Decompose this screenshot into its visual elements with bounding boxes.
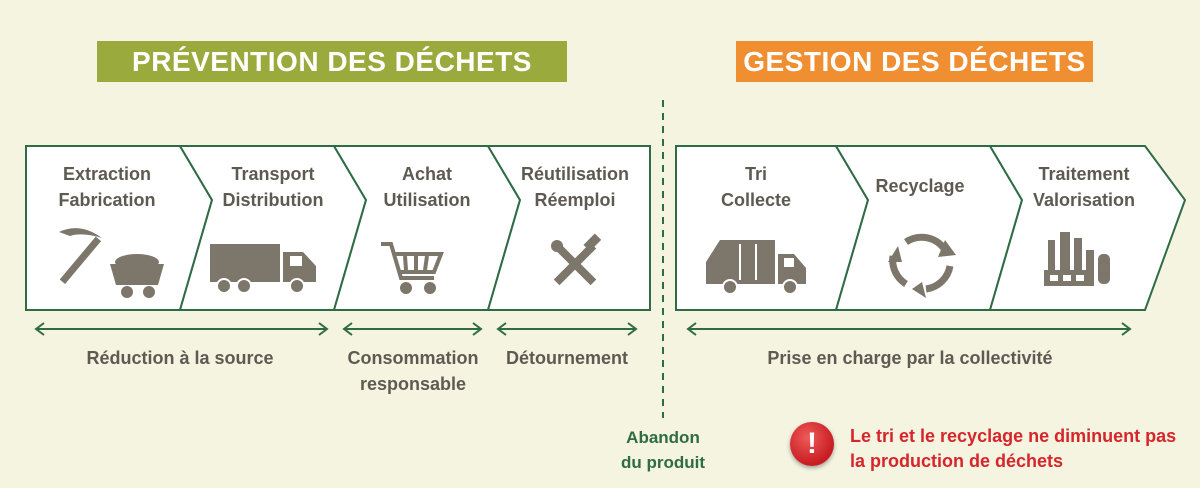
stage-label-2b: Distribution — [223, 190, 324, 210]
stage-label-6a: Recyclage — [875, 176, 964, 196]
range-arrow-reduction — [34, 322, 329, 336]
prevention-banner: PRÉVENTION DES DÉCHETS — [97, 41, 567, 82]
warning-line-1: Le tri et le recyclage ne diminuent pas — [850, 426, 1177, 446]
range-arrows — [34, 322, 1132, 336]
stage-box-tri — [675, 145, 870, 311]
range-label-detournement: Détournement — [506, 348, 628, 368]
stage-boxes — [25, 145, 1187, 311]
recycle-icon — [888, 233, 956, 298]
warning-line-2: la production de déchets — [850, 451, 1064, 471]
exclamation-icon: ! — [790, 422, 834, 466]
warning-message: Le tri et le recyclage ne diminuent pas … — [850, 424, 1176, 474]
tools-icon — [551, 233, 602, 286]
gestion-banner: GESTION DES DÉCHETS — [736, 41, 1093, 82]
stage-label-1a: Extraction — [63, 164, 151, 184]
stage-label-7b: Valorisation — [1033, 190, 1135, 210]
range-label-collectivite: Prise en charge par la collectivité — [767, 348, 1052, 368]
divider-label-1: Abandon — [626, 428, 700, 447]
range-label-reduction: Réduction à la source — [86, 348, 273, 368]
stage-label-1b: Fabrication — [58, 190, 155, 210]
stage-icons — [59, 228, 1110, 298]
stage-label-3b: Utilisation — [383, 190, 470, 210]
factory-icon — [1044, 232, 1110, 286]
stage-label-4a: Réutilisation — [521, 164, 629, 184]
stage-label-5a: Tri — [745, 164, 767, 184]
range-arrow-detournement — [496, 322, 638, 336]
divider-label-2: du produit — [621, 453, 705, 472]
garbage-truck-icon — [706, 240, 806, 295]
stage-label-2a: Transport — [231, 164, 314, 184]
range-label-consommation-1: Consommation — [347, 348, 478, 368]
truck-icon — [210, 244, 316, 294]
stage-label-7a: Traitement — [1038, 164, 1129, 184]
range-labels: Réduction à la source Consommation respo… — [86, 348, 1052, 394]
range-arrow-collectivite — [686, 322, 1132, 336]
range-label-consommation-2: responsable — [360, 374, 466, 394]
mining-icon — [59, 228, 164, 298]
stage-labels: Extraction Fabrication Transport Distrib… — [58, 164, 1135, 210]
stage-label-4b: Réemploi — [534, 190, 615, 210]
stage-label-3a: Achat — [402, 164, 452, 184]
stage-box-reutilisation — [486, 145, 651, 311]
stage-box-traitement — [988, 145, 1187, 311]
stage-label-5b: Collecte — [721, 190, 791, 210]
range-arrow-consommation — [342, 322, 483, 336]
shopping-cart-icon — [381, 242, 444, 294]
